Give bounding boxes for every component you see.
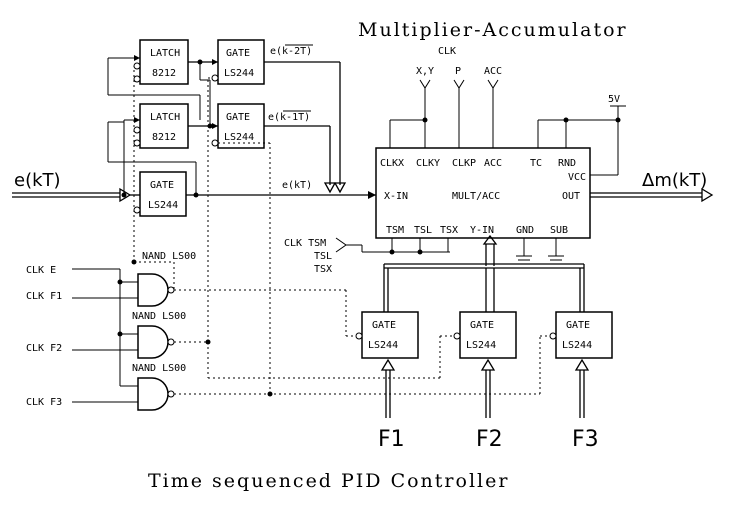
nand-3: NAND LS00 — [132, 363, 186, 411]
gate-f3: GATE LS244 — [549, 311, 613, 359]
pin-sub: SUB — [550, 225, 568, 236]
pin-tsm: TSM — [386, 225, 404, 236]
gate-f2: GATE LS244 — [453, 311, 517, 359]
supply-label: 5V — [608, 94, 620, 105]
pin-tc: TC — [530, 158, 542, 169]
pin-clky: CLKY — [416, 158, 440, 169]
diagram-caption: Time sequenced PID Controller — [148, 470, 509, 492]
input-f2: F2 — [476, 358, 503, 452]
clk-p-label: P — [455, 66, 461, 77]
mac-chip: CLKX CLKY CLKP ACC TC RND VCC X-IN MULT/… — [375, 147, 591, 239]
output-signal-label: Δm(kT) — [642, 170, 707, 191]
input-f1: F1 — [378, 358, 405, 452]
clk-xy-label: X,Y — [416, 66, 434, 77]
pin-rnd: RND — [558, 158, 576, 169]
pin-x-in: X-IN — [384, 191, 408, 202]
gate-e-kt-name: GATE — [150, 180, 174, 191]
clk-tsm-label: CLK TSM — [284, 238, 326, 249]
mac-title: Multiplier-Accumulator — [358, 19, 628, 41]
gate-e-k-2t-part: LS244 — [224, 68, 254, 79]
nand-3-label: NAND LS00 — [132, 363, 186, 374]
input-f3: F3 — [572, 358, 599, 452]
pin-out: OUT — [562, 191, 580, 202]
nand-1-label: NAND LS00 — [142, 251, 196, 262]
gate-e-k-2t: GATE LS244 — [211, 39, 265, 85]
latch-1-part: 8212 — [152, 68, 176, 79]
clk-header: CLK — [438, 46, 456, 57]
label-e-k-1t: e(k-1T) — [268, 112, 310, 123]
mac-name: MULT/ACC — [452, 191, 500, 202]
latch-2-part: 8212 — [152, 132, 176, 143]
latch-1: LATCH 8212 — [133, 39, 189, 85]
input-f1-label: F1 — [378, 427, 405, 452]
gate-e-k-1t: GATE LS244 — [211, 103, 265, 149]
clock-f2-label: CLK F2 — [26, 343, 62, 354]
gate-f3-name: GATE — [566, 320, 590, 331]
nand-1: NAND LS00 — [137, 251, 196, 307]
pin-clkx: CLKX — [380, 158, 404, 169]
gate-f3-part: LS244 — [562, 340, 592, 351]
gate-e-k-1t-name: GATE — [226, 112, 250, 123]
nand-2-label: NAND LS00 — [132, 311, 186, 322]
pin-tsl: TSL — [414, 225, 432, 236]
clock-f1-label: CLK F1 — [26, 291, 62, 302]
label-e-kt: e(kT) — [282, 180, 312, 191]
gate-f2-part: LS244 — [466, 340, 496, 351]
label-e-k-2t: e(k-2T) — [270, 46, 312, 57]
input-signal-label: e(kT) — [14, 170, 61, 191]
pin-clkp: CLKP — [452, 158, 476, 169]
clk-acc-label: ACC — [484, 66, 502, 77]
nand-2: NAND LS00 — [132, 311, 186, 359]
gate-e-k-1t-part: LS244 — [224, 132, 254, 143]
gate-f1-name: GATE — [372, 320, 396, 331]
gate-f2-name: GATE — [470, 320, 494, 331]
latch-2-name: LATCH — [150, 112, 180, 123]
clock-e-label: CLK E — [26, 265, 56, 276]
gate-e-kt: GATE LS244 — [133, 171, 187, 217]
tsl-label: TSL — [314, 251, 332, 262]
pin-vcc: VCC — [568, 172, 586, 183]
gate-e-kt-part: LS244 — [148, 200, 178, 211]
gate-f1: GATE LS244 — [355, 311, 419, 359]
latch-1-name: LATCH — [150, 48, 180, 59]
pin-y-in: Y-IN — [470, 225, 494, 236]
pin-acc: ACC — [484, 158, 502, 169]
pin-gnd: GND — [516, 225, 534, 236]
input-f2-label: F2 — [476, 427, 503, 452]
latch-2: LATCH 8212 — [133, 103, 189, 149]
gate-f1-part: LS244 — [368, 340, 398, 351]
tsx-label: TSX — [314, 264, 332, 275]
clock-f3-label: CLK F3 — [26, 397, 62, 408]
input-f3-label: F3 — [572, 427, 599, 452]
gate-e-k-2t-name: GATE — [226, 48, 250, 59]
pin-tsx: TSX — [440, 225, 458, 236]
